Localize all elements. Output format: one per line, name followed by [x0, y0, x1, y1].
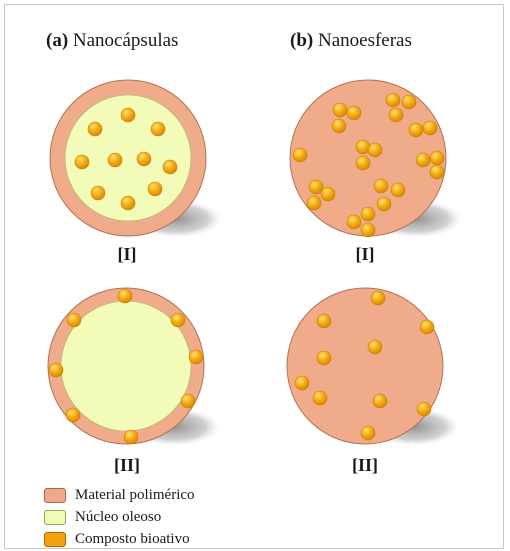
bioactive-compound-dot — [118, 289, 132, 303]
bioactive-compound-dot — [347, 215, 361, 229]
label-I-sphere: [I] — [335, 244, 395, 265]
bioactive-compound-dot — [374, 179, 388, 193]
bioactive-compound-dot — [91, 186, 105, 200]
bioactive-compound-dot — [189, 350, 203, 364]
bioactive-compound-dot — [333, 103, 347, 117]
bioactive-compound-dot — [416, 153, 430, 167]
legend-label-bioactive: Composto bioativo — [75, 531, 190, 548]
bioactive-compound-dot — [66, 408, 80, 422]
bioactive-compound-dot — [356, 140, 370, 154]
bioactive-compound-dot — [373, 394, 387, 408]
bioactive-compound-dot — [402, 95, 416, 109]
bioactive-compound-dot — [151, 122, 165, 136]
legend-item-polymer: Material polimérico — [44, 484, 195, 506]
bioactive-compound-dot — [332, 119, 346, 133]
bioactive-compound-dot — [368, 143, 382, 157]
bioactive-compound-dot — [181, 394, 195, 408]
bioactive-compound-dot — [317, 314, 331, 328]
legend-label-oil: Núcleo oleoso — [75, 509, 161, 526]
bioactive-compound-dot — [409, 123, 423, 137]
bioactive-compound-dot — [317, 351, 331, 365]
bioactive-compound-dot — [171, 313, 185, 327]
bioactive-compound-dot — [361, 223, 375, 237]
bioactive-compound-dot — [386, 93, 400, 107]
legend-item-bioactive: Composto bioativo — [44, 528, 195, 550]
bioactive-compound-dot — [430, 165, 444, 179]
legend: Material polimérico Núcleo oleoso Compos… — [44, 484, 195, 550]
bioactive-compound-dot — [430, 151, 444, 165]
label-II-capsule: [II] — [97, 455, 157, 476]
bioactive-compound-dot — [49, 363, 63, 377]
bioactive-compound-dot — [293, 148, 307, 162]
label-I-capsule: [I] — [97, 244, 157, 265]
bioactive-compound-dot — [108, 153, 122, 167]
bioactive-compound-dot — [121, 196, 135, 210]
oil-swatch — [44, 510, 66, 525]
bioactive-compound-dot — [356, 156, 370, 170]
bioactive-compound-dot — [377, 197, 391, 211]
polymer-matrix — [287, 288, 443, 444]
bioactive-compound-dot — [137, 152, 151, 166]
bioactive-compound-dot — [295, 376, 309, 390]
bioactive-compound-dot — [313, 391, 327, 405]
bioactive-compound-dot — [75, 155, 89, 169]
bioactive-compound-dot — [391, 183, 405, 197]
bioactive-compound-dot — [124, 430, 138, 444]
label-II-sphere: [II] — [335, 455, 395, 476]
bioactive-compound-dot — [347, 106, 361, 120]
bioactive-compound-dot — [361, 207, 375, 221]
bioactive-compound-dot — [368, 340, 382, 354]
legend-label-polymer: Material polimérico — [75, 487, 195, 504]
bioactive-compound-dot — [67, 313, 81, 327]
bioactive-compound-dot — [307, 196, 321, 210]
bioactive-swatch — [44, 532, 66, 547]
bioactive-compound-dot — [309, 180, 323, 194]
bioactive-compound-dot — [371, 291, 385, 305]
bioactive-compound-dot — [163, 160, 177, 174]
legend-item-oil: Núcleo oleoso — [44, 506, 195, 528]
bioactive-compound-dot — [389, 108, 403, 122]
bioactive-compound-dot — [361, 426, 375, 440]
bioactive-compound-dot — [423, 121, 437, 135]
bioactive-compound-dot — [321, 187, 335, 201]
polymer-swatch — [44, 488, 66, 503]
bioactive-compound-dot — [121, 108, 135, 122]
bioactive-compound-dot — [420, 320, 434, 334]
bioactive-compound-dot — [88, 122, 102, 136]
bioactive-compound-dot — [148, 182, 162, 196]
bioactive-compound-dot — [417, 402, 431, 416]
